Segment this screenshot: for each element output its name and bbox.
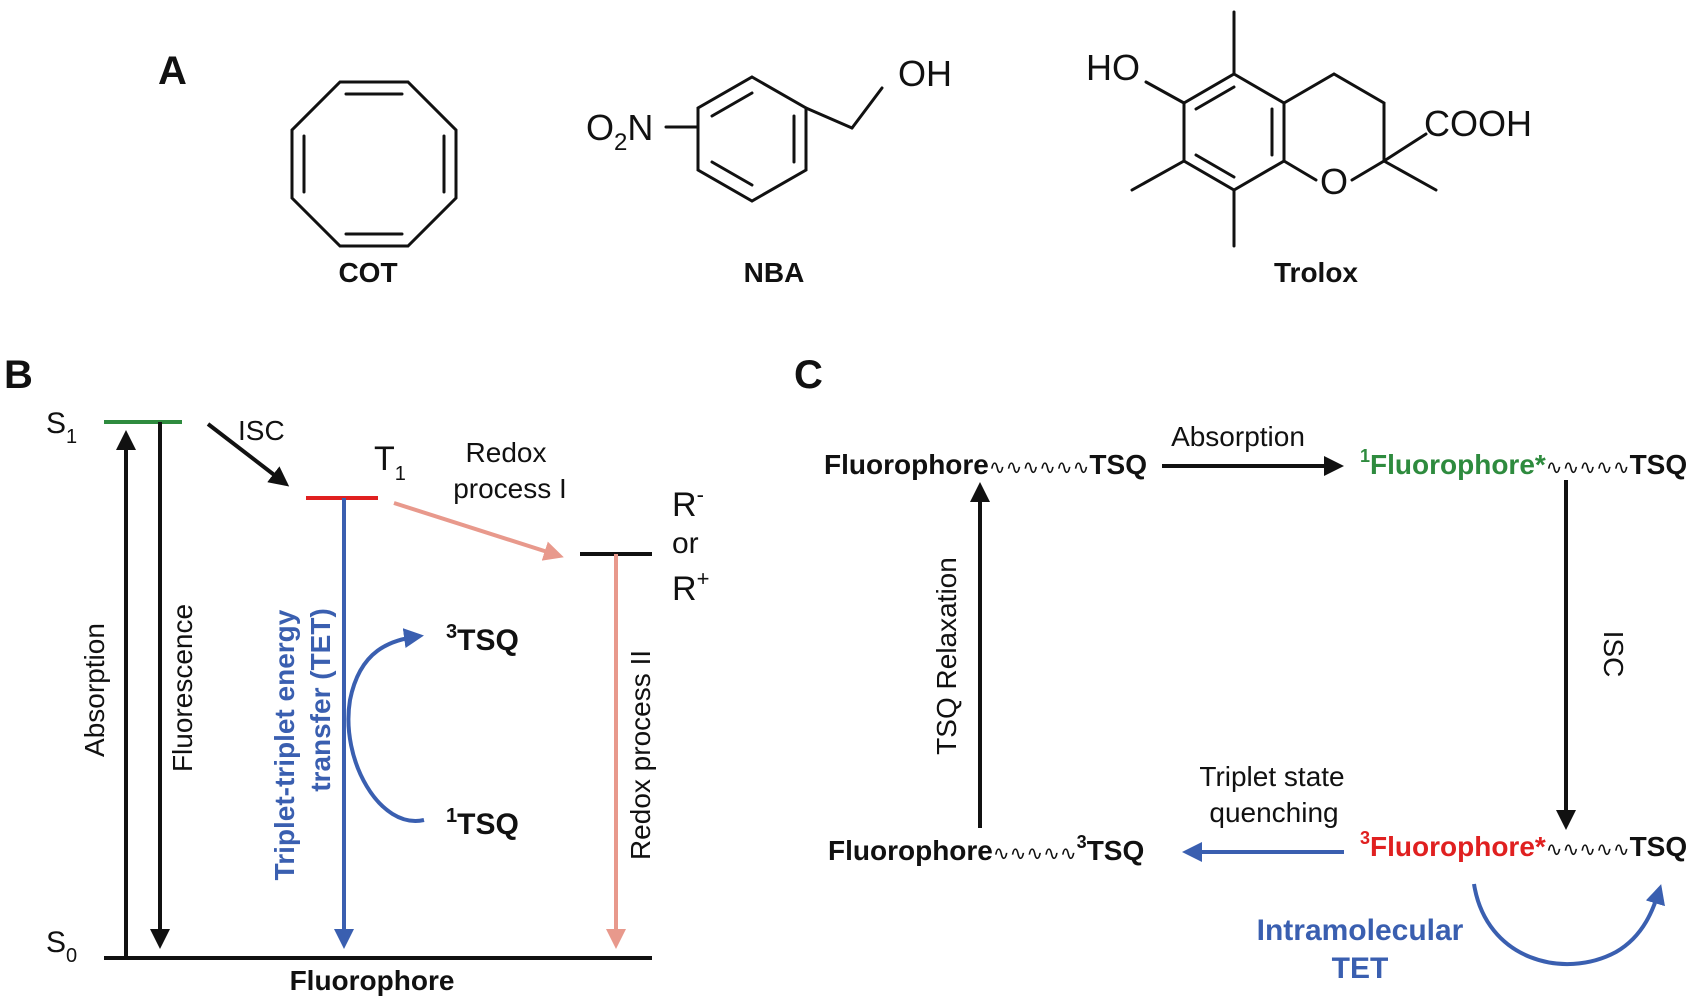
c-intra-label-line1: Intramolecular: [1257, 914, 1464, 947]
nitro-subscript: 2: [614, 129, 627, 156]
panel-c: C Fluorophore∿∿∿∿∿∿TSQ Absorption 1Fluor…: [794, 353, 1687, 985]
trolox-methyl: [1382, 159, 1438, 192]
s1-label: S1: [46, 407, 77, 448]
c-absorption-label: Absorption: [1171, 421, 1305, 452]
cot-name: COT: [338, 257, 397, 288]
r-plus-label: R+: [672, 566, 709, 608]
trolox-pyran-o-bond: [1350, 159, 1386, 182]
panel-b-label: B: [4, 353, 33, 397]
isc-label: ISC: [238, 415, 285, 446]
c-singlet-species: 1Fluorophore*∿∿∿∿∿TSQ: [1360, 446, 1687, 480]
trolox-pyran-ring: [1282, 72, 1386, 163]
panel-c-label: C: [794, 353, 823, 397]
nitro-n: N: [627, 107, 653, 148]
nba-name: NBA: [744, 257, 805, 288]
trolox-name: Trolox: [1274, 257, 1358, 288]
nba-nitro-label: O2N: [586, 107, 653, 156]
panel-a-label: A: [158, 49, 187, 93]
absorption-label: Absorption: [79, 623, 110, 757]
cot-ring: [290, 80, 458, 248]
t1-label: T1: [374, 440, 406, 485]
tsq1-label: 1TSQ: [446, 805, 519, 841]
nba-double-bond: [710, 91, 754, 118]
s0-label: S0: [46, 926, 77, 967]
isc-arrow: [206, 422, 290, 487]
c-quenched-species: Fluorophore∿∿∿∿∿3TSQ: [828, 832, 1144, 866]
fluorophore-label: Fluorophore: [290, 965, 455, 996]
nitro-o: O: [586, 107, 614, 148]
trolox-cooh-bond: [1382, 132, 1428, 163]
c-triplet-species: 3Fluorophore*∿∿∿∿∿TSQ: [1360, 828, 1687, 862]
c-quenching-label-line2: quenching: [1209, 797, 1338, 828]
nba-structure: [664, 75, 884, 203]
cot-structure: [290, 80, 458, 248]
r-minus-label: R-: [672, 482, 704, 524]
c-intra-label-line2: TET: [1332, 952, 1389, 985]
tet-label-line1: Triplet-triplet energy: [269, 609, 300, 880]
trolox-cooh-label: COOH: [1424, 103, 1532, 144]
panel-b: B S1 S0 Fluorophore Absorption Fluoresce…: [4, 353, 709, 996]
trolox-aromatic-ring: [1182, 72, 1286, 192]
tsq3-label: 3TSQ: [446, 621, 519, 657]
nba-ch2-bond: [804, 106, 854, 130]
trolox-ring-o-label: O: [1320, 161, 1348, 202]
tet-label-line2: transfer (TET): [305, 608, 336, 792]
trolox-double-bond: [1194, 153, 1236, 179]
nba-double-bond: [710, 160, 754, 187]
fluorescence-label: Fluorescence: [167, 604, 198, 772]
nba-benzene-ring: [696, 75, 808, 203]
tsq-excitation-curve: [346, 628, 425, 823]
redox-1-label-line2: process I: [453, 473, 567, 504]
c-isc-label: ISC: [1598, 631, 1629, 678]
c-intramolecular-tet-curve: [1472, 883, 1665, 967]
panel-a: A COT O2N OH NBA: [158, 10, 1532, 288]
trolox-pyran-o-bond: [1282, 159, 1318, 182]
or-label: or: [672, 527, 699, 560]
nba-oh-label: OH: [898, 53, 952, 94]
redox-2-label: Redox process II: [625, 650, 656, 860]
redox-1-arrow: [393, 501, 564, 561]
trolox-double-bond: [1194, 85, 1236, 111]
trolox-methyl: [1130, 159, 1186, 192]
c-quenching-label-line1: Triplet state: [1199, 761, 1344, 792]
trolox-oh-bond: [1144, 80, 1186, 105]
trolox-structure: [1130, 10, 1438, 248]
c-ground-state-species: Fluorophore∿∿∿∿∿∿TSQ: [824, 449, 1147, 480]
c-relaxation-label: TSQ Relaxation: [931, 557, 962, 755]
nba-oh-bond: [850, 86, 884, 130]
trolox-ho-label: HO: [1086, 47, 1140, 88]
redox-1-label-line1: Redox: [466, 437, 547, 468]
